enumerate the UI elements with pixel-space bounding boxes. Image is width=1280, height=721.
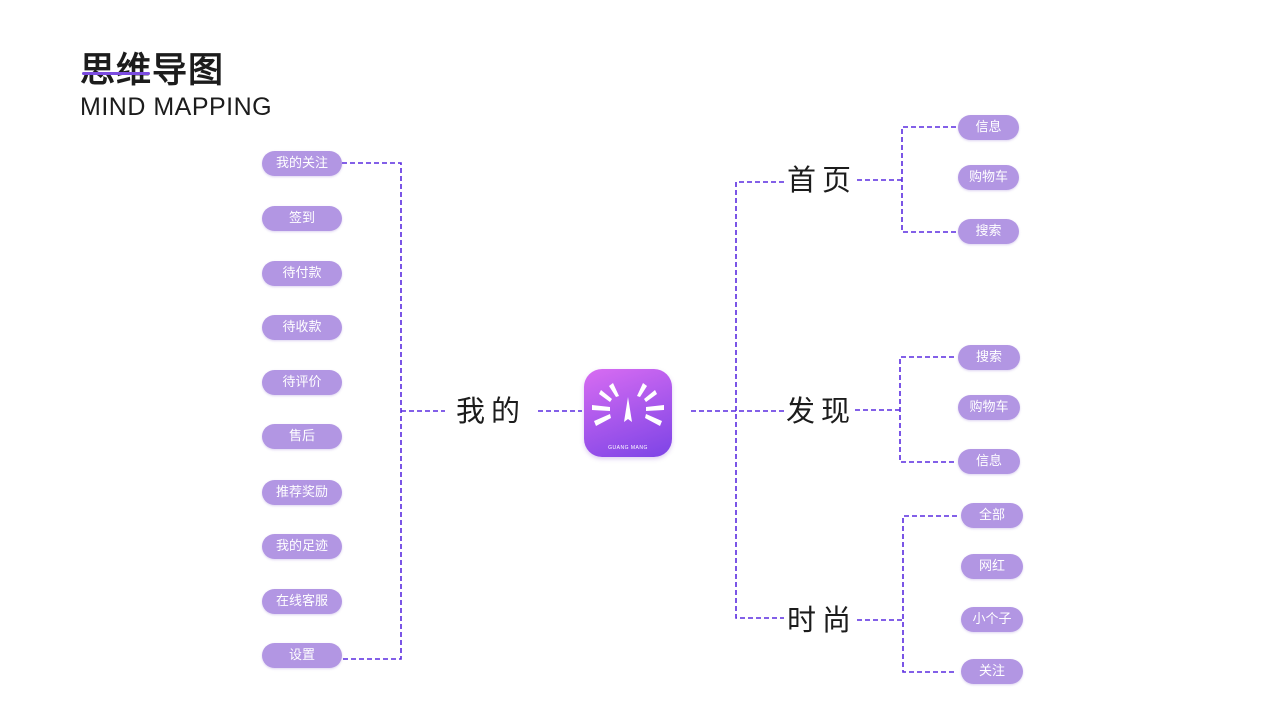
home-item-1[interactable]: 信息 <box>958 115 1019 140</box>
fashion-item-4[interactable]: 关注 <box>961 659 1023 684</box>
left-item-7[interactable]: 推荐奖励 <box>262 480 342 505</box>
app-logo: GUANG MANG <box>584 369 672 457</box>
left-item-2[interactable]: 签到 <box>262 206 342 231</box>
left-item-1[interactable]: 我的关注 <box>262 151 342 176</box>
page-title: 思维导图 <box>80 51 225 91</box>
branch-label-fashion: 时尚 <box>787 603 858 637</box>
connector-line <box>902 515 957 673</box>
page-subtitle: MIND MAPPING <box>80 93 273 121</box>
home-item-3[interactable]: 搜索 <box>958 219 1019 244</box>
fashion-item-3[interactable]: 小个子 <box>961 607 1023 632</box>
sunburst-icon <box>592 383 664 426</box>
logo-caption: GUANG MANG <box>608 445 648 451</box>
fashion-item-1[interactable]: 全部 <box>961 503 1023 528</box>
fashion-item-2[interactable]: 网红 <box>961 554 1023 579</box>
left-item-9[interactable]: 在线客服 <box>262 589 342 614</box>
discover-item-3[interactable]: 信息 <box>958 449 1020 474</box>
title-underline <box>82 72 150 75</box>
connector-line <box>735 181 784 619</box>
connector-line <box>901 126 956 233</box>
left-item-8[interactable]: 我的足迹 <box>262 534 342 559</box>
left-item-5[interactable]: 待评价 <box>262 370 342 395</box>
left-item-4[interactable]: 待收款 <box>262 315 342 340</box>
connector-line <box>342 162 402 660</box>
branch-label-discover: 发现 <box>786 394 857 428</box>
discover-item-2[interactable]: 购物车 <box>958 395 1020 420</box>
left-item-3[interactable]: 待付款 <box>262 261 342 286</box>
left-item-6[interactable]: 售后 <box>262 424 342 449</box>
home-item-2[interactable]: 购物车 <box>958 165 1019 190</box>
branch-label-home: 首页 <box>787 163 858 197</box>
connector-line <box>899 356 954 463</box>
discover-item-1[interactable]: 搜索 <box>958 345 1020 370</box>
left-item-10[interactable]: 设置 <box>262 643 342 668</box>
branch-label-left: 我的 <box>456 394 527 428</box>
